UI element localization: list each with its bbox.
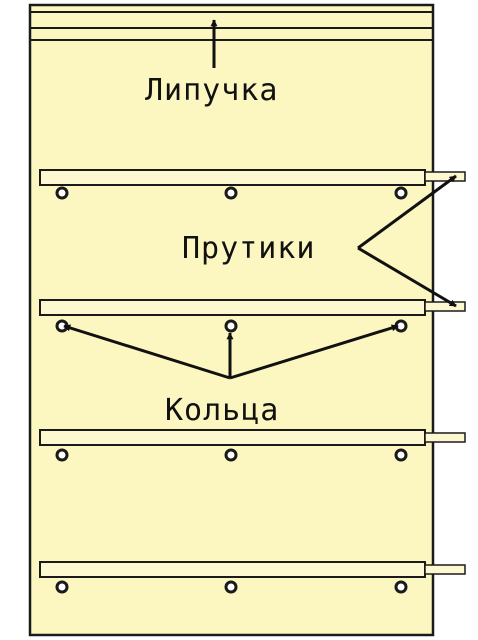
rings-label: Кольца [165,393,279,428]
rods-arrow-bottom [357,246,457,308]
ring [394,186,408,200]
velcro-label: Липучка [145,73,278,108]
rings-arrow-left [63,324,231,380]
ring [224,448,238,462]
batten-1 [39,169,466,186]
ring [224,186,238,200]
ring [394,448,408,462]
rings-arrow-right [229,324,399,380]
velcro-strip [30,11,433,41]
rings-row-1 [55,186,408,200]
ring [224,319,238,333]
ring [55,580,69,594]
ring [394,580,408,594]
ring [55,186,69,200]
batten-2 [39,299,466,316]
rods-label: Прутики [182,231,315,266]
rings-row-3 [55,448,408,462]
rings-row-4 [55,580,408,594]
rings-row-2 [55,319,408,333]
batten-3 [39,429,466,446]
rods-arrow-top [357,174,457,250]
batten-4 [39,561,466,578]
ring [55,448,69,462]
arrows [63,19,457,380]
ring [224,580,238,594]
